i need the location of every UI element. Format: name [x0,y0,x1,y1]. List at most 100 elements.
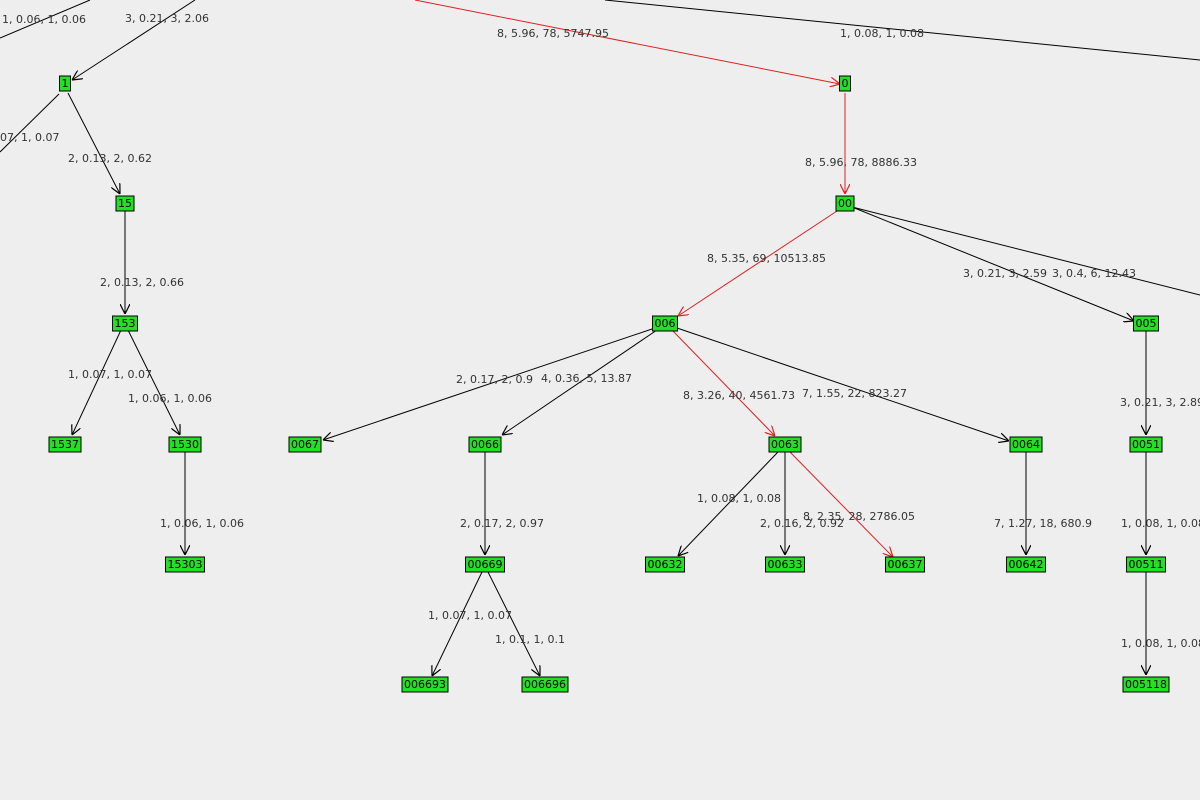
edge-label: 8, 5.96, 78, 5747.95 [497,27,609,40]
edge-label: 4, 0.36, 5, 13.87 [541,372,632,385]
node-box [1122,676,1170,693]
node-label: 00637 [888,558,923,571]
edge-line [72,329,122,435]
edge-line [678,451,779,556]
tree-node[interactable]: 0064 [1009,436,1043,453]
edge-line [323,327,656,440]
node-label: 0066 [471,438,499,451]
tree-node[interactable]: 1 [59,75,71,92]
node-box [1006,556,1046,573]
node-label: 00 [838,197,852,210]
node-label: 1530 [171,438,199,451]
edge-label: 8, 3.26, 40, 4561.73 [683,389,795,402]
tree-node[interactable]: 0063 [768,436,802,453]
edge-line [487,571,540,676]
node-box [768,436,802,453]
node-label: 153 [115,317,136,330]
node-label: 0063 [771,438,799,451]
node-label: 005 [1136,317,1157,330]
edge-line [127,329,180,435]
node-box [1009,436,1043,453]
node-box [839,75,851,92]
tree-node[interactable]: 1537 [48,436,82,453]
tree-node[interactable]: 153 [112,315,138,332]
node-box [1133,315,1159,332]
edge-line [432,571,483,676]
node-label: 15303 [168,558,203,571]
node-label: 1537 [51,438,79,451]
nodes-layer: 1 0 15 00 153 006 005 1537 1530 0067 0066 0063 0064 0… [48,75,1170,693]
edge-line [851,206,1200,296]
edge-label: 1, 0.07, 1, 0.07 [68,368,152,381]
node-box [1126,556,1166,573]
tree-node[interactable]: 00633 [765,556,805,573]
edge-labels-layer: 1, 0.06, 1, 0.06 3, 0.21, 3, 2.06 8, 5.96,… [0,12,1200,650]
tree-node[interactable]: 005118 [1122,676,1170,693]
edge-label: 3, 0.21, 3, 2.89 [1120,396,1200,409]
edge-label: 07, 1, 0.07 [0,131,59,144]
node-label: 0051 [1132,438,1160,451]
tree-node[interactable]: 00632 [645,556,685,573]
node-label: 006696 [524,678,566,691]
node-box [645,556,685,573]
node-label: 0 [842,77,849,90]
tree-node[interactable]: 00 [835,195,855,212]
edge-label: 3, 0.4, 6, 12.43 [1052,267,1136,280]
node-label: 1 [62,77,69,90]
tree-node[interactable]: 1530 [168,436,202,453]
edge-label: 1, 0.07, 1, 0.07 [428,609,512,622]
node-label: 00669 [468,558,503,571]
edge-label: 2, 0.17, 2, 0.97 [460,517,544,530]
node-box [288,436,322,453]
node-box [1129,436,1163,453]
edge-line [0,93,60,153]
tree-node[interactable]: 15303 [165,556,205,573]
edge-label: 1, 0.08, 1, 0.08 [840,27,924,40]
node-box [652,315,678,332]
edge-label: 3, 0.21, 3, 2.06 [125,12,209,25]
tree-node[interactable]: 00669 [465,556,505,573]
edge-label: 1, 0.08, 1, 0.08 [697,492,781,505]
node-box [468,436,502,453]
edge-line-highlighted [671,329,775,436]
edge-line-highlighted [414,0,840,84]
tree-node[interactable]: 0066 [468,436,502,453]
edge-line [502,329,658,435]
node-box [521,676,569,693]
tree-node[interactable]: 0 [839,75,851,92]
tree-node[interactable]: 00642 [1006,556,1046,573]
tree-node[interactable]: 005 [1133,315,1159,332]
tree-node[interactable]: 006 [652,315,678,332]
node-label: 15 [118,197,132,210]
edge-label: 2, 0.17, 2, 0.9 [456,373,533,386]
edge-label: 8, 2.35, 28, 2786.05 [803,510,915,523]
edge-line [67,92,120,194]
node-box [115,195,135,212]
tree-node[interactable]: 0051 [1129,436,1163,453]
edge-label: 2, 0.16, 2, 0.92 [760,517,844,530]
tree-node[interactable]: 15 [115,195,135,212]
node-label: 005118 [1125,678,1167,691]
edge-label: 1, 0.06, 1, 0.06 [160,517,244,530]
tree-node[interactable]: 00511 [1126,556,1166,573]
node-label: 00511 [1129,558,1164,571]
node-box [112,315,138,332]
tree-node[interactable]: 00637 [885,556,925,573]
node-box [885,556,925,573]
node-box [835,195,855,212]
edge-label: 3, 0.21, 3, 2.59 [963,267,1047,280]
edge-line [0,0,91,39]
tree-node[interactable]: 006693 [401,676,449,693]
node-label: 00642 [1009,558,1044,571]
edge-label: 1, 0.1, 1, 0.1 [495,633,565,646]
edge-label: 1, 0.06, 1, 0.06 [128,392,212,405]
edge-label: 1, 0.06, 1, 0.06 [2,13,86,26]
node-box [465,556,505,573]
tree-node[interactable]: 0067 [288,436,322,453]
edge-label: 8, 5.35, 69, 10513.85 [707,252,826,265]
node-box [401,676,449,693]
tree-node[interactable]: 006696 [521,676,569,693]
node-label: 0067 [291,438,319,451]
edge-label: 2, 0.13, 2, 0.62 [68,152,152,165]
